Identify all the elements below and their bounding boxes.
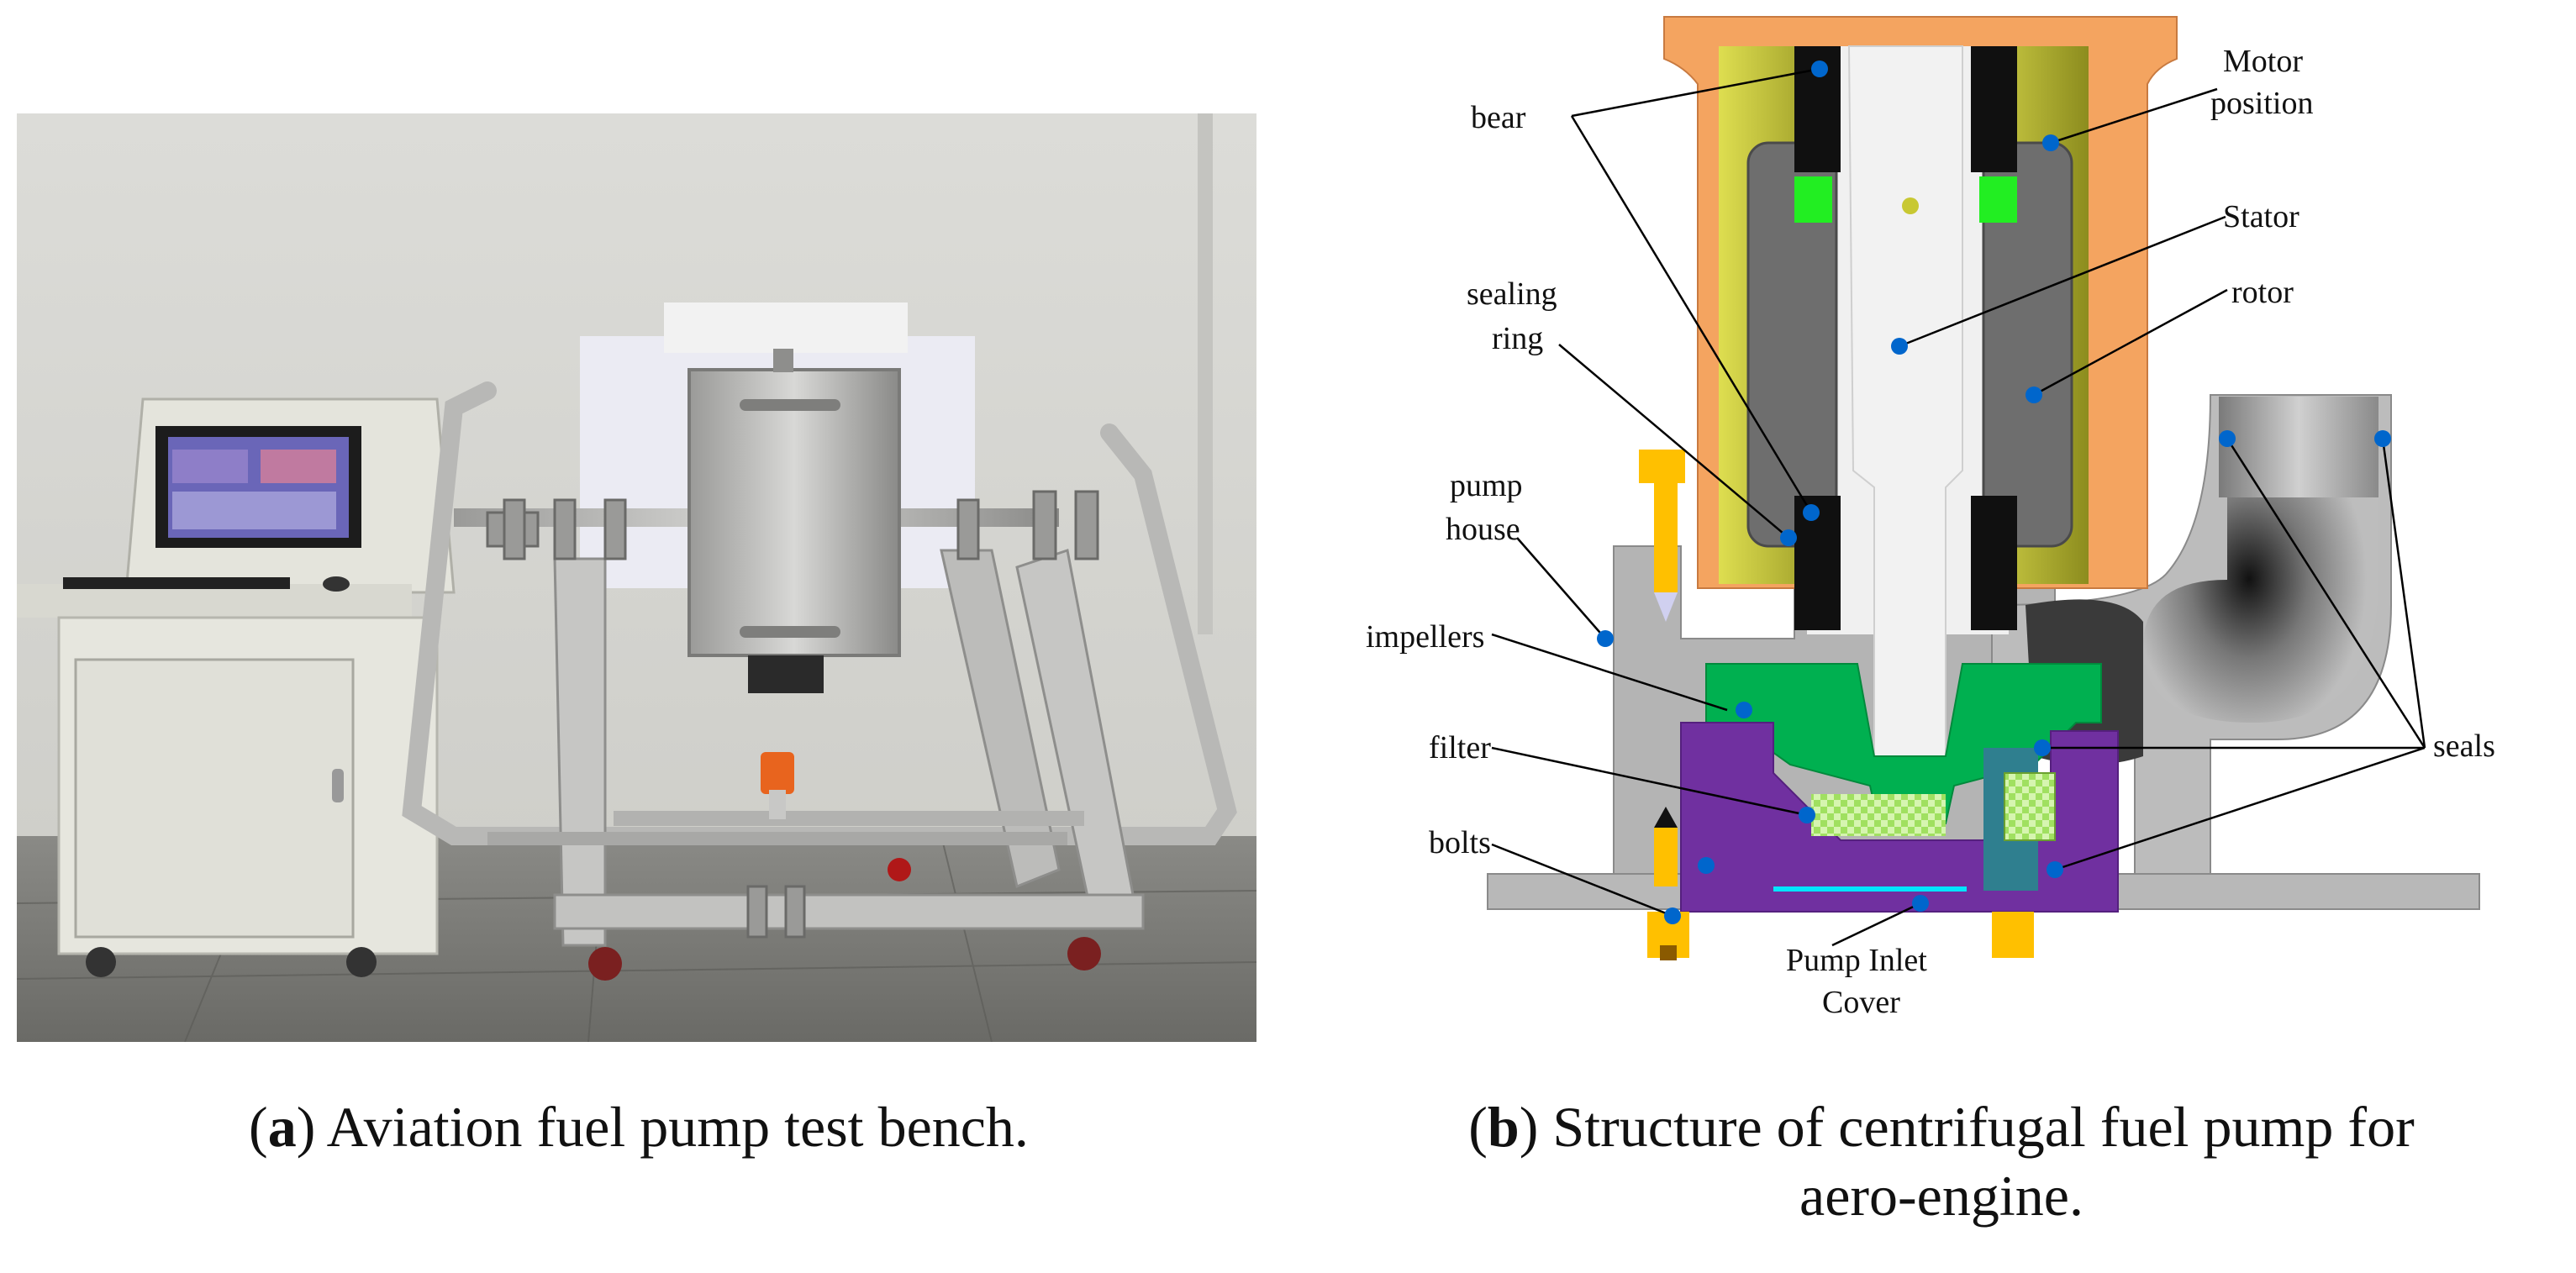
pump-structure-diagram: bear Motor position Stator rotor sealing… bbox=[1366, 16, 2495, 1020]
label-pump-inlet-cover-1: Pump Inlet bbox=[1786, 943, 1927, 978]
label-motor-position-1: Motor bbox=[2223, 44, 2303, 79]
wall-pipe bbox=[1198, 113, 1213, 634]
bolt-top bbox=[1639, 450, 1685, 622]
label-motor-position-2: position bbox=[2210, 86, 2313, 121]
control-console bbox=[17, 397, 456, 977]
caption-a: (a) Aviation fuel pump test bench. bbox=[249, 1095, 1029, 1159]
label-dots bbox=[1597, 60, 2391, 924]
label-impellers: impellers bbox=[1366, 619, 1484, 655]
paper-back bbox=[664, 302, 908, 353]
bearing-bottom-left bbox=[1794, 496, 1841, 630]
bolt-nut-right bbox=[1992, 912, 2034, 958]
label-rotor: rotor bbox=[2231, 275, 2294, 310]
label-seals: seals bbox=[2433, 729, 2495, 764]
caption-a-letter: a bbox=[267, 1095, 297, 1159]
pipework bbox=[486, 490, 1099, 939]
filter-mesh bbox=[1811, 794, 1946, 836]
leader-lines bbox=[1491, 67, 2426, 947]
bolt-bottom bbox=[1647, 807, 1689, 960]
flow-meter bbox=[761, 752, 794, 819]
seal-green-left bbox=[1794, 176, 1832, 223]
label-filter: filter bbox=[1429, 730, 1491, 765]
label-pump-house-1: pump bbox=[1450, 468, 1523, 503]
valve-red bbox=[888, 858, 911, 881]
caption-b-line2: aero-engine. bbox=[1799, 1164, 2083, 1228]
inlet-flow-line bbox=[1773, 886, 1967, 892]
caption-b-letter: b bbox=[1487, 1095, 1520, 1159]
test-bench-photo bbox=[17, 113, 1256, 1042]
bearing-top-right bbox=[1971, 46, 2017, 172]
caption-a-text: Aviation fuel pump test bench. bbox=[326, 1095, 1029, 1159]
shaft-center-mark bbox=[1902, 197, 1919, 214]
test-rig-frame bbox=[402, 381, 1237, 981]
caption-b: (b) Structure of centrifugal fuel pump f… bbox=[1468, 1095, 2415, 1228]
seal-green-right bbox=[1979, 176, 2017, 223]
bearing-bottom-right bbox=[1971, 496, 2017, 630]
label-sealing-ring-2: ring bbox=[1492, 321, 1543, 356]
caption-b-line1: Structure of centrifugal fuel pump for bbox=[1552, 1095, 2415, 1159]
label-sealing-ring-1: sealing bbox=[1467, 276, 1557, 312]
label-stator: Stator bbox=[2223, 199, 2299, 234]
label-pump-inlet-cover-2: Cover bbox=[1822, 985, 1900, 1020]
label-pump-house-2: house bbox=[1446, 512, 1520, 547]
label-bolts: bolts bbox=[1429, 825, 1491, 860]
inlet-grid bbox=[2004, 772, 2056, 841]
fuel-tank bbox=[687, 349, 901, 693]
label-bear: bear bbox=[1471, 100, 1526, 135]
outlet-pipe bbox=[2219, 397, 2378, 497]
rotor-right bbox=[1982, 141, 2073, 548]
